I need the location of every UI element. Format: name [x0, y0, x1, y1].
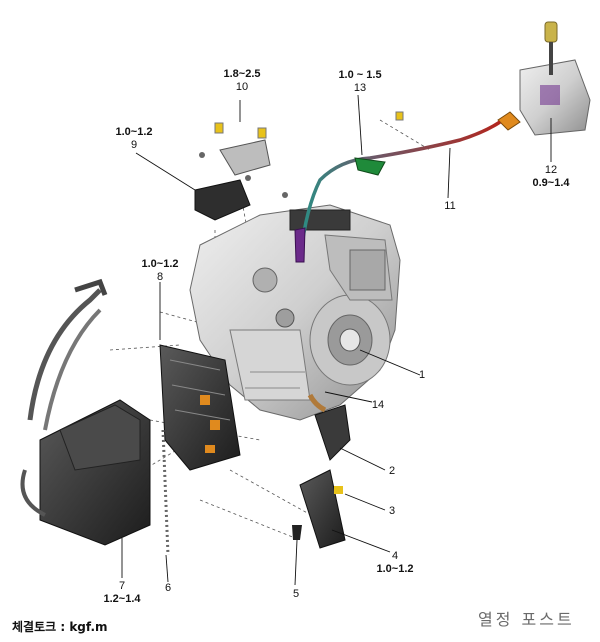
- callout-3-number: 3: [388, 505, 396, 517]
- callout-7: 7 1.2~1.4: [92, 580, 152, 606]
- valve-body: [159, 344, 241, 471]
- callout-9-torque: 1.0~1.2: [115, 126, 153, 138]
- callout-13: 1.0 ~ 1.5 13: [322, 69, 398, 95]
- callout-6-number: 6: [164, 582, 172, 594]
- callout-14: 14: [366, 399, 390, 412]
- callout-4-torque: 1.0~1.2: [376, 563, 414, 575]
- callout-4-number: 4: [391, 550, 399, 562]
- callout-11: 11: [435, 200, 465, 213]
- callout-11-number: 11: [444, 200, 456, 212]
- torque-unit-note: 체결토크 : kgf.m: [12, 620, 108, 634]
- callout-9-number: 9: [130, 139, 138, 151]
- callout-12-number: 12: [544, 164, 558, 176]
- callout-3: 3: [382, 505, 402, 518]
- callout-6: 6: [158, 582, 178, 595]
- callout-7-torque: 1.2~1.4: [103, 593, 141, 605]
- callout-8-number: 8: [156, 271, 164, 283]
- callout-13-number: 13: [353, 82, 367, 94]
- callout-12-torque: 0.9~1.4: [532, 177, 570, 189]
- callout-2: 2: [382, 465, 402, 478]
- solenoid-bracket: [194, 122, 288, 221]
- callout-5-number: 5: [292, 588, 300, 600]
- shift-cable: [294, 111, 501, 263]
- callout-14-number: 14: [371, 399, 385, 411]
- callout-12: 12 0.9~1.4: [516, 164, 586, 190]
- callout-7-number: 7: [118, 580, 126, 592]
- shift-lever-assembly: [497, 21, 591, 136]
- gasket: [161, 429, 170, 556]
- callout-1: 1: [412, 369, 432, 382]
- range-switch-parts: [292, 393, 351, 549]
- callout-10: 1.8~2.5 10: [207, 68, 277, 94]
- watermark: 열정 포스트: [478, 610, 575, 629]
- callout-10-torque: 1.8~2.5: [223, 68, 261, 80]
- callout-8: 1.0~1.2 8: [125, 258, 195, 284]
- callout-9: 1.0~1.2 9: [99, 126, 169, 152]
- callout-10-number: 10: [235, 81, 249, 93]
- callout-2-number: 2: [388, 465, 396, 477]
- callout-8-torque: 1.0~1.2: [141, 258, 179, 270]
- callout-5: 5: [286, 588, 306, 601]
- oil-pan: [20, 278, 151, 546]
- transaxle-housing: [189, 204, 401, 421]
- callout-1-number: 1: [418, 369, 426, 381]
- callout-13-torque: 1.0 ~ 1.5: [338, 69, 382, 81]
- leader-lines: [121, 94, 552, 586]
- callout-4: 4 1.0~1.2: [370, 550, 420, 576]
